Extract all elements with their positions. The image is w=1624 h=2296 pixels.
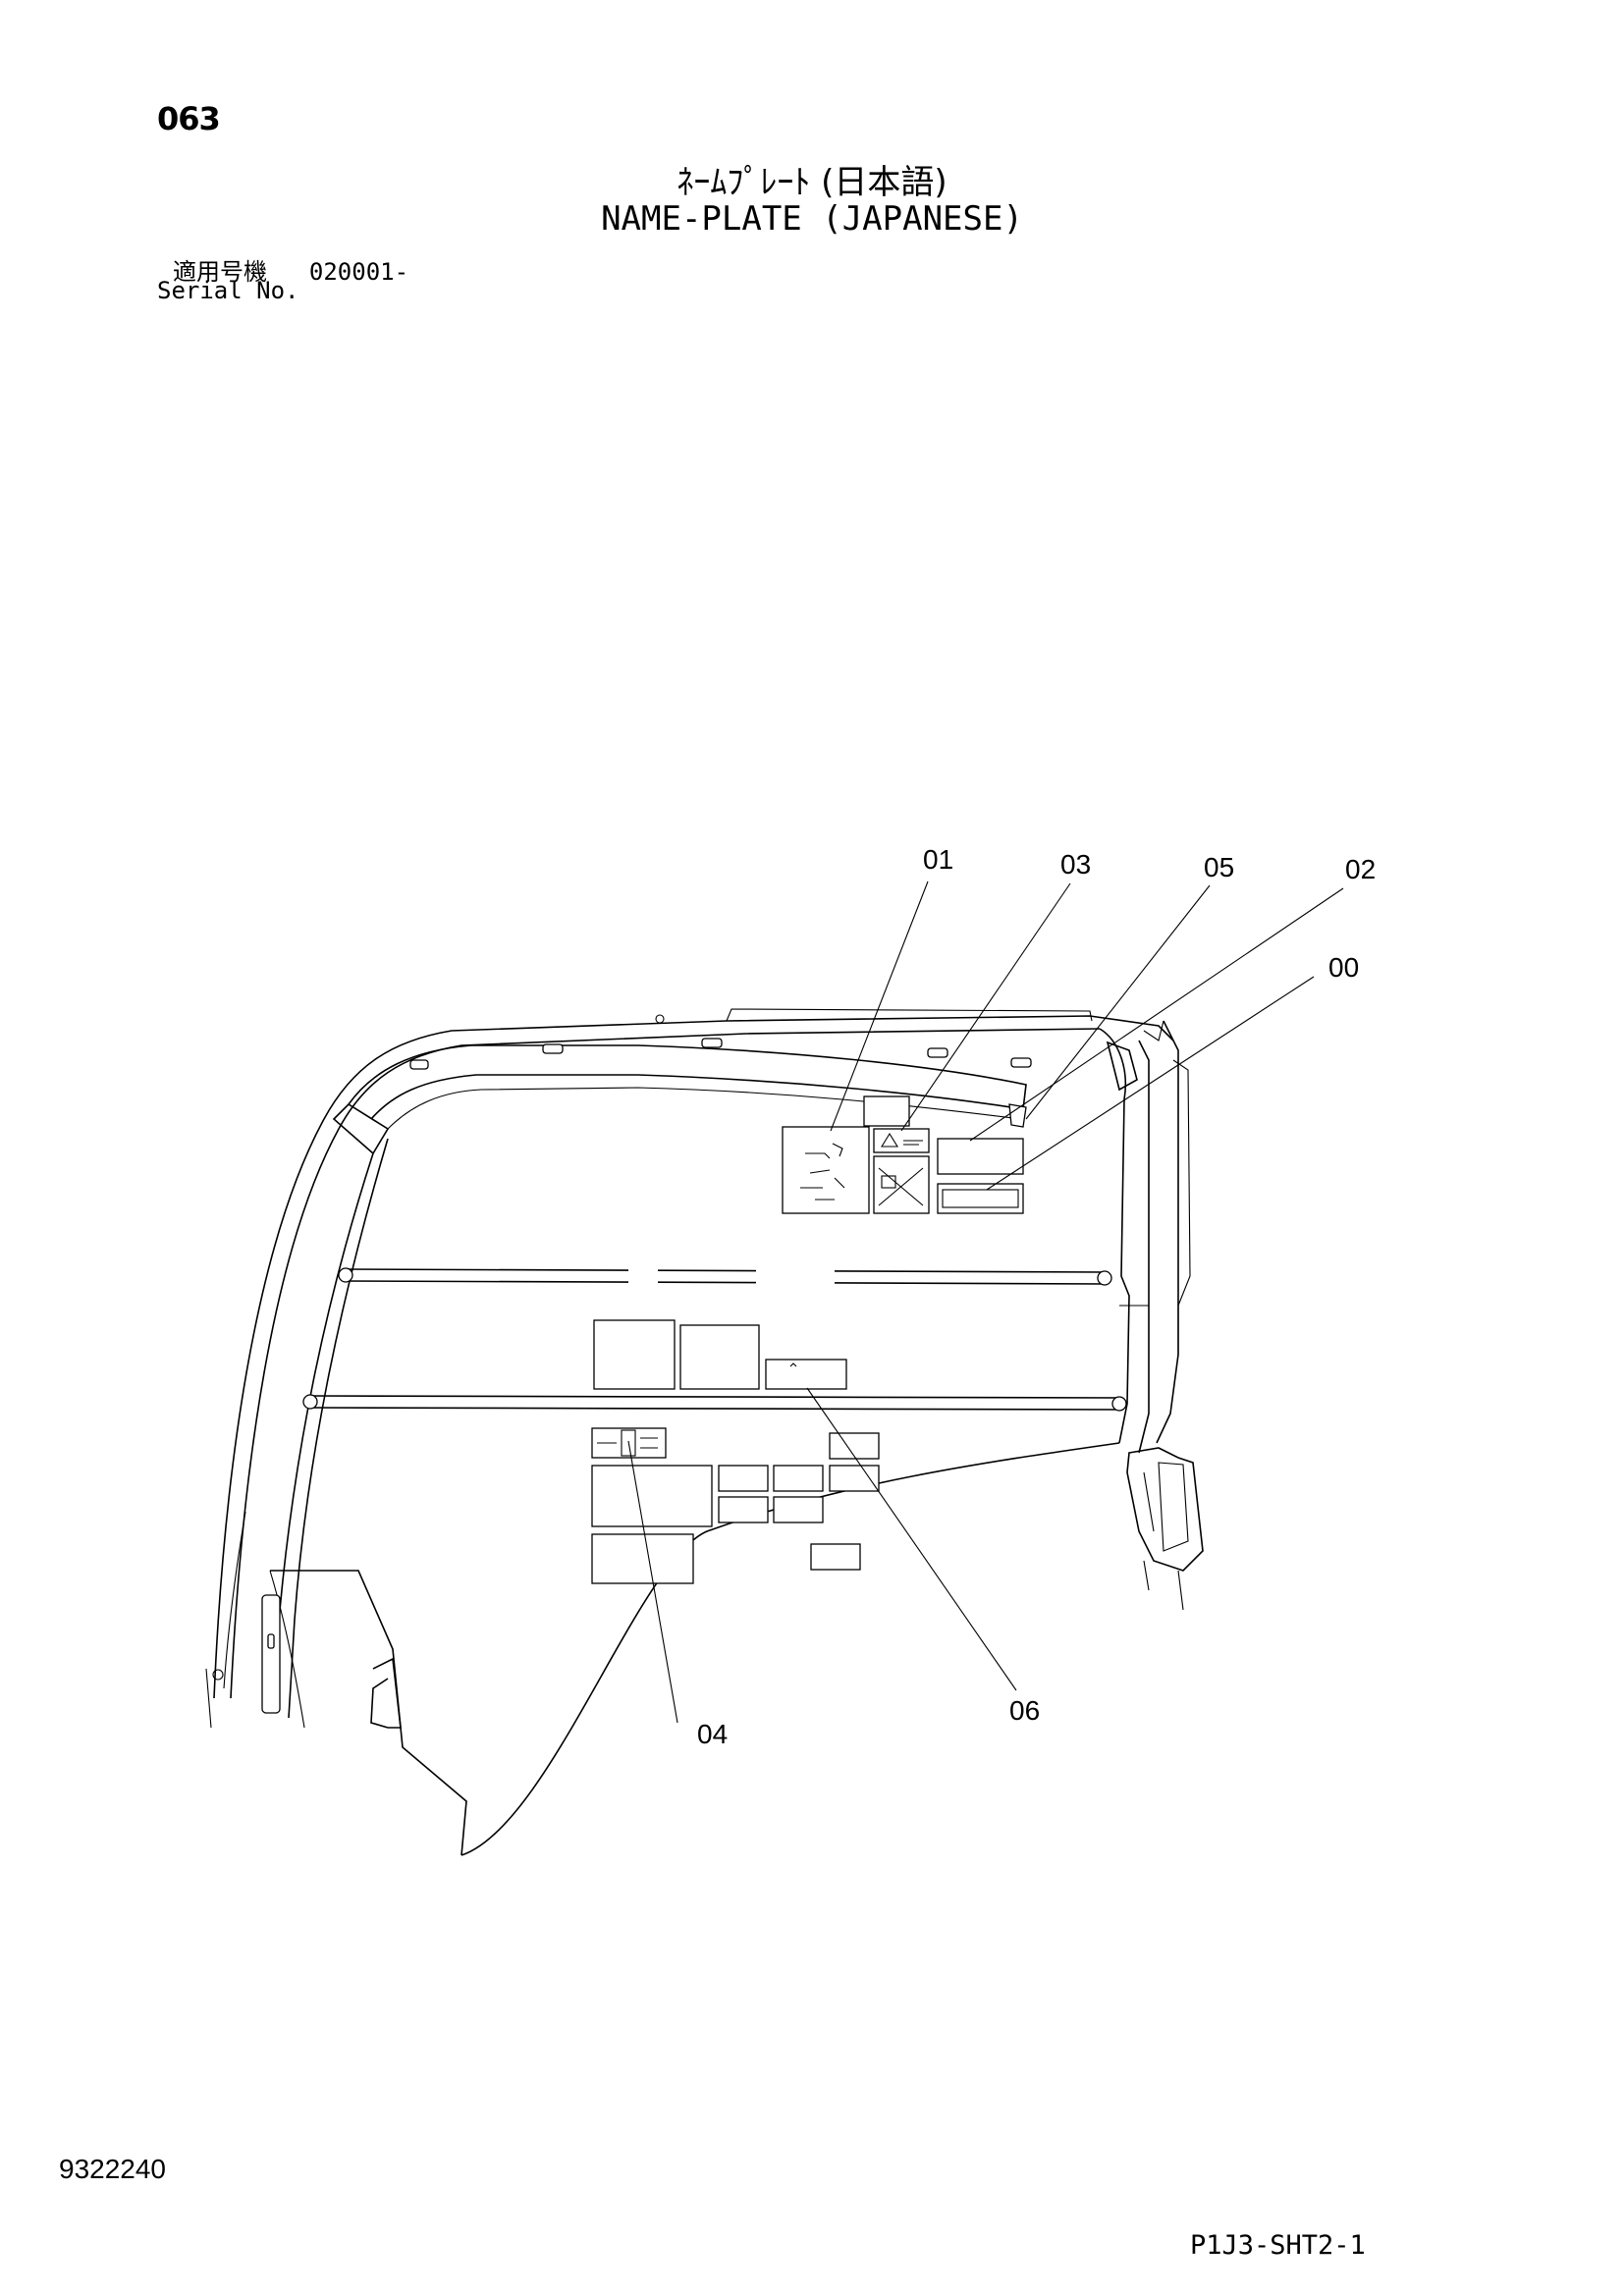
serial-label-en: Serial No. [157,277,299,304]
labels-upper-panel [782,1095,1024,1214]
page-number: 063 [157,100,221,137]
callout-00: 00 [1328,952,1359,983]
callout-02: 02 [1345,854,1376,884]
labels-side-panel [591,1319,880,1584]
title-japanese: ﾈｰﾑﾌﾟﾚｰﾄ (日本語) [677,163,947,202]
callout-01: 01 [923,844,953,875]
callout-03: 03 [1060,849,1091,880]
cab-frame [213,1008,1204,1719]
document-number: 9322240 [59,2154,167,2184]
nameplate-00 [937,1183,1024,1214]
handrails [302,1264,1127,1412]
title-english: NAME-PLATE (JAPANESE) [601,199,1023,239]
nameplate-06 [765,1359,847,1390]
callout-06: 06 [1009,1695,1040,1726]
nameplate-01 [782,1126,870,1214]
leader-lines [627,881,1344,1724]
serial-value: 020001- [308,258,409,286]
serial-line-jp: 適用号機 020001- [173,252,408,287]
serial-label-jp: 適用号機 [173,258,267,286]
nameplate-02 [937,1138,1024,1175]
lower-console [205,1442,1120,1856]
callout-05: 05 [1204,852,1234,882]
sheet-id: P1J3-SHT2-1 [1190,2230,1366,2261]
callout-labels: 01 03 05 02 00 06 04 [697,844,1376,1749]
callout-04: 04 [697,1719,728,1749]
